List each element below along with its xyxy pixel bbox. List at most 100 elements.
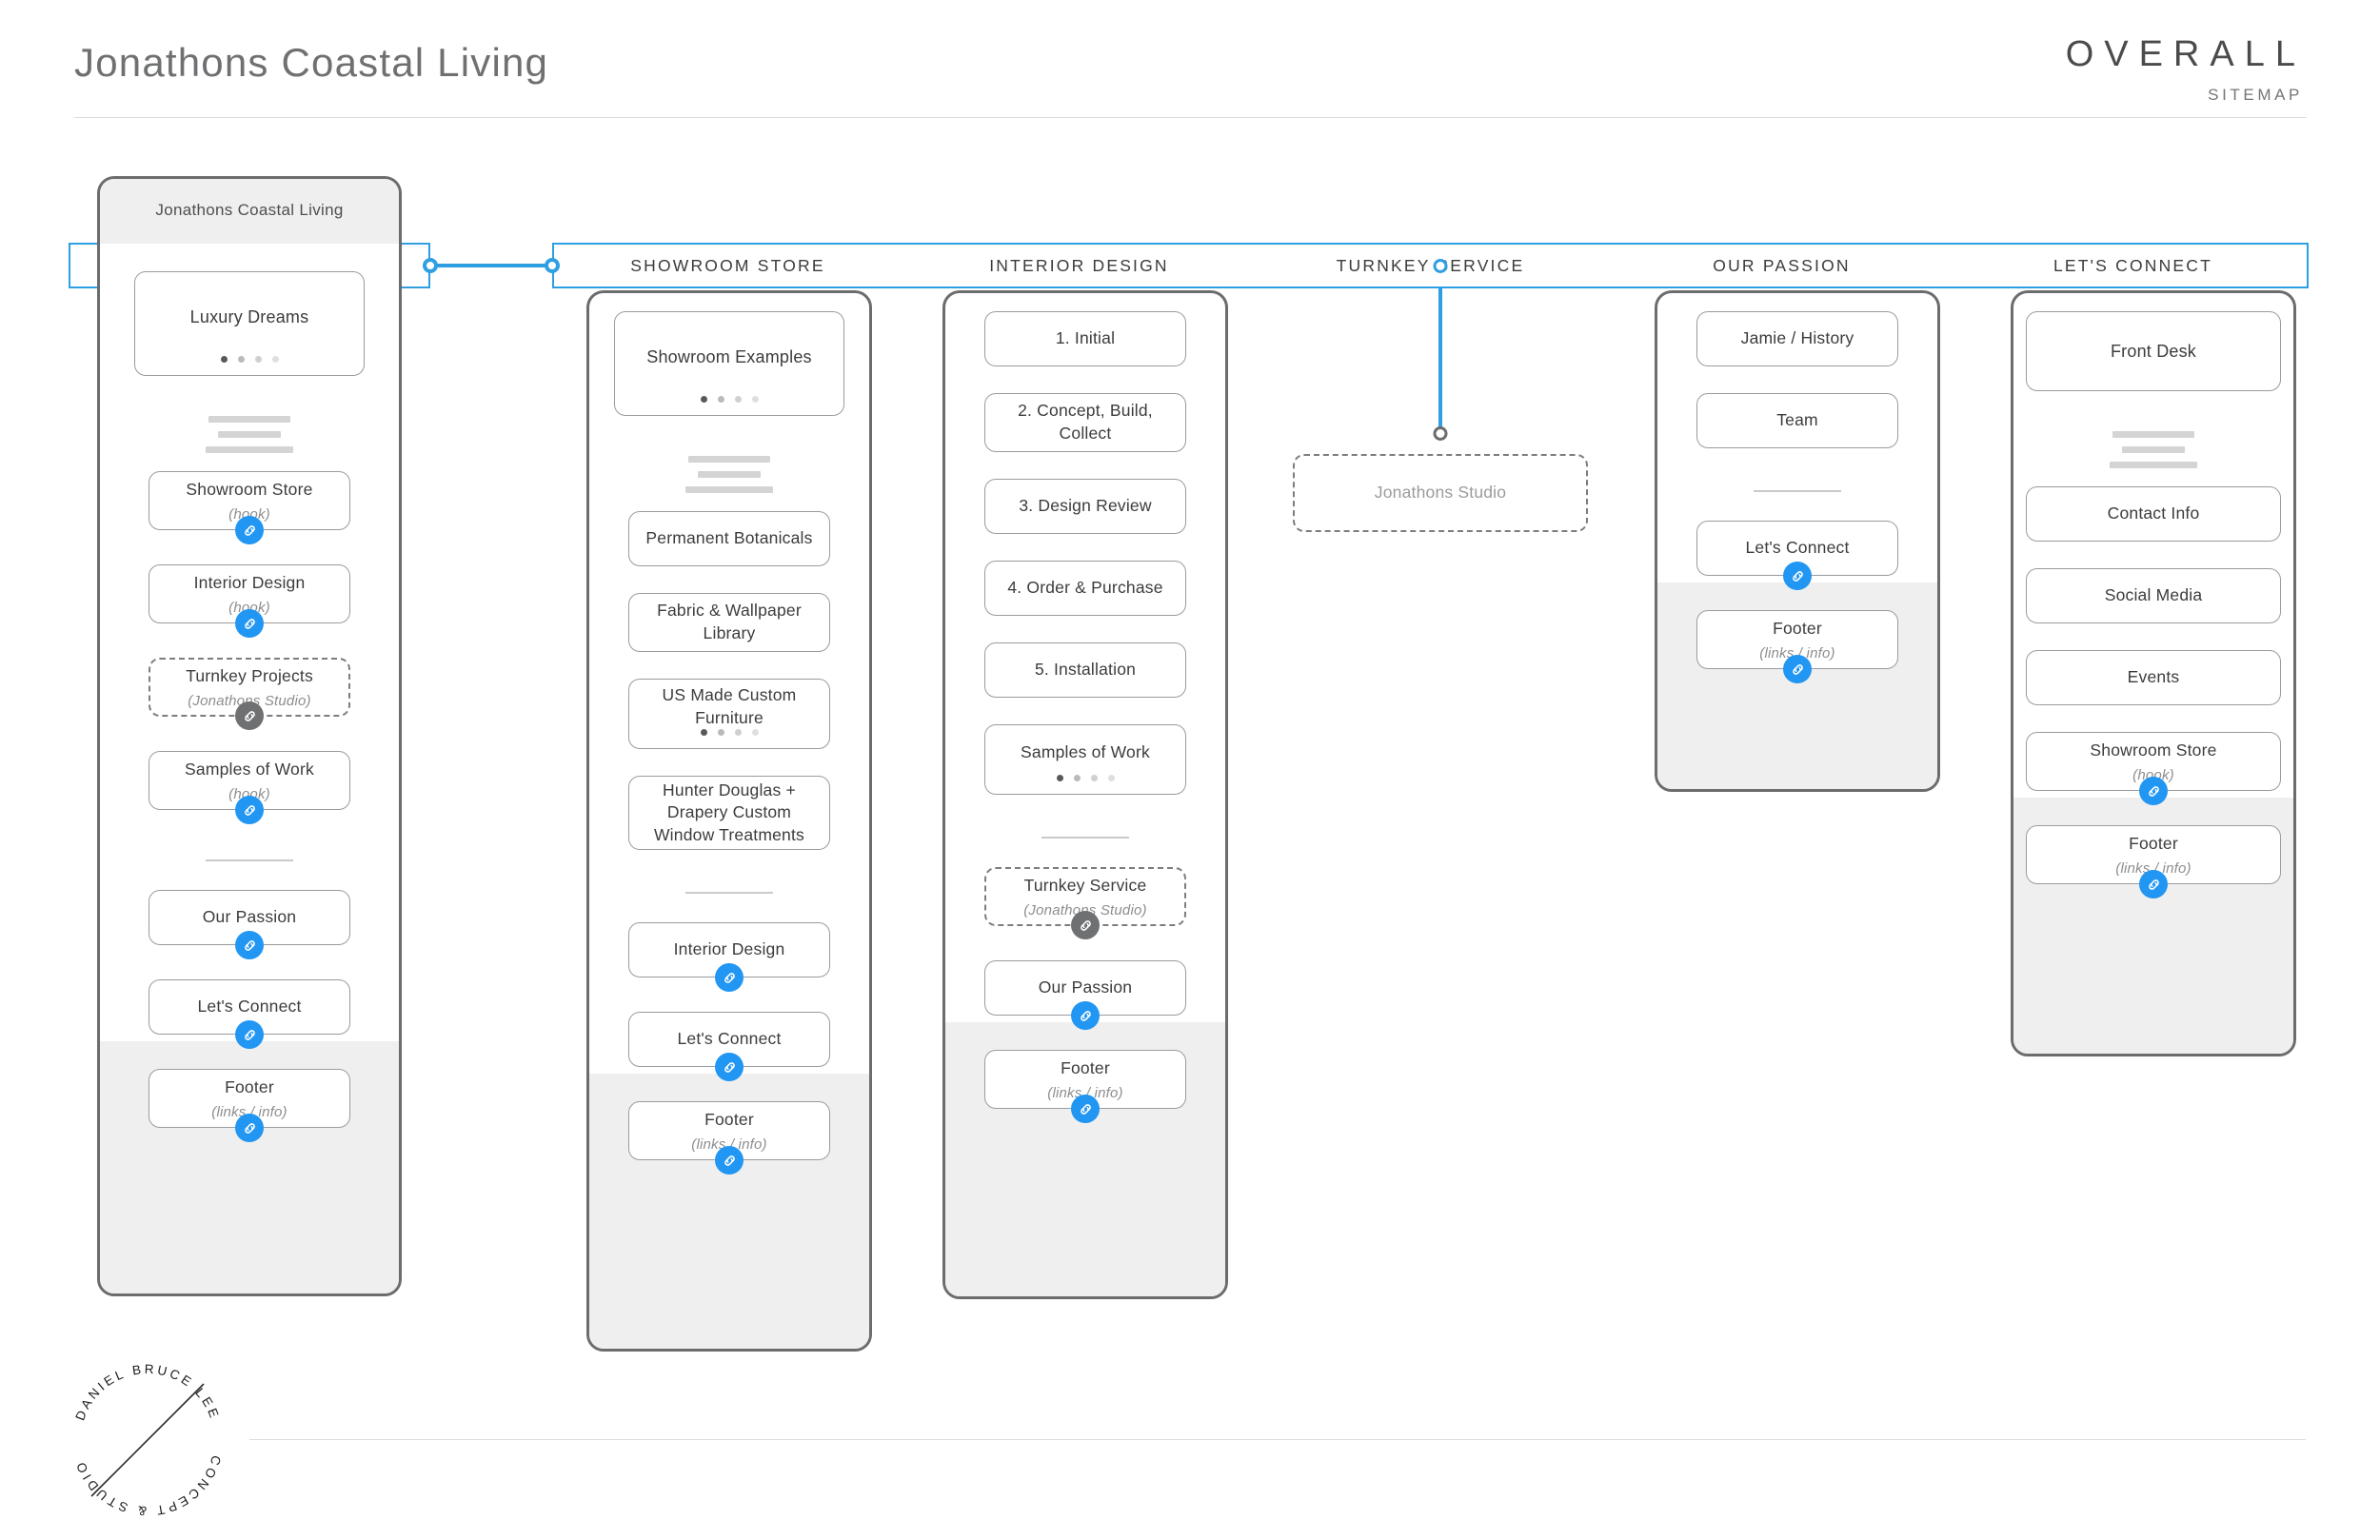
link-badge-icon[interactable] xyxy=(235,796,264,824)
carousel-dots[interactable] xyxy=(629,729,829,736)
carousel-dot-icon[interactable] xyxy=(717,396,724,403)
nav-item-turnkey-service[interactable]: TURNKEY SERVICE xyxy=(1255,243,1606,288)
card-footer[interactable]: Footer(links / info) xyxy=(149,1069,350,1142)
card-team[interactable]: Team xyxy=(1696,393,1898,448)
link-badge-icon[interactable] xyxy=(1071,1001,1100,1030)
card-title: 1. Initial xyxy=(1055,328,1116,348)
card-jamie-history[interactable]: Jamie / History xyxy=(1696,311,1898,366)
card-5-installation[interactable]: 5. Installation xyxy=(984,642,1186,698)
card-let-s-connect[interactable]: Let's Connect xyxy=(1696,521,1898,590)
card-samples-of-work[interactable]: Samples of Work(hook) xyxy=(149,751,350,824)
carousel-dot-icon[interactable] xyxy=(700,729,707,736)
carousel-dot-icon[interactable] xyxy=(237,356,245,363)
text-placeholder-lines xyxy=(97,416,402,453)
nav-item-label: OUR PASSION xyxy=(1713,255,1851,275)
card-front-desk[interactable]: Front Desk xyxy=(2026,311,2281,391)
link-badge-icon[interactable] xyxy=(2139,870,2168,898)
link-badge-icon[interactable] xyxy=(715,963,744,992)
carousel-dot-icon[interactable] xyxy=(700,396,707,403)
carousel-dot-icon[interactable] xyxy=(734,729,742,736)
carousel-dot-icon[interactable] xyxy=(1073,775,1081,781)
link-badge-icon[interactable] xyxy=(2139,777,2168,805)
card-events[interactable]: Events xyxy=(2026,650,2281,705)
placeholder-line xyxy=(208,416,290,423)
nav-item-label: INTERIOR DESIGN xyxy=(989,255,1169,275)
card-turnkey-service[interactable]: Turnkey Service(Jonathons Studio) xyxy=(984,867,1186,939)
card-footer[interactable]: Footer(links / info) xyxy=(2026,825,2281,898)
card-title: Footer xyxy=(225,1077,274,1097)
link-badge-icon[interactable] xyxy=(1071,911,1100,939)
connector-dot-right-icon xyxy=(545,258,560,273)
card-showroom-store[interactable]: Showroom Store(hook) xyxy=(149,471,350,544)
card-title: Interior Design xyxy=(673,939,785,959)
card-interior-design[interactable]: Interior Design(hook) xyxy=(149,564,350,638)
carousel-dot-icon[interactable] xyxy=(734,396,742,403)
card-title: Let's Connect xyxy=(197,997,302,1017)
link-badge-icon[interactable] xyxy=(1783,562,1812,590)
card-our-passion[interactable]: Our Passion xyxy=(149,890,350,959)
card-footer[interactable]: Footer(links / info) xyxy=(984,1050,1186,1123)
turnkey-connector-dot-top-icon xyxy=(1433,259,1448,273)
card-contact-info[interactable]: Contact Info xyxy=(2026,486,2281,542)
card-title: Contact Info xyxy=(2107,503,2200,523)
link-badge-icon[interactable] xyxy=(235,1020,264,1049)
link-badge-icon[interactable] xyxy=(235,609,264,638)
carousel-dot-icon[interactable] xyxy=(751,729,759,736)
card-title: Showroom Store xyxy=(2090,740,2217,760)
text-placeholder-lines xyxy=(586,456,872,493)
carousel-dot-icon[interactable] xyxy=(220,356,228,363)
carousel-dots[interactable] xyxy=(135,356,364,363)
carousel-dot-icon[interactable] xyxy=(751,396,759,403)
card-showroom-store[interactable]: Showroom Store(hook) xyxy=(2026,732,2281,805)
card-social-media[interactable]: Social Media xyxy=(2026,568,2281,623)
card-samples-of-work[interactable]: Samples of Work xyxy=(984,724,1186,795)
carousel-dot-icon[interactable] xyxy=(717,729,724,736)
carousel-dots[interactable] xyxy=(985,775,1185,781)
card-permanent-botanicals[interactable]: Permanent Botanicals xyxy=(628,511,830,566)
card-3-design-review[interactable]: 3. Design Review xyxy=(984,479,1186,534)
link-badge-icon[interactable] xyxy=(715,1146,744,1175)
card-turnkey-projects[interactable]: Turnkey Projects(Jonathons Studio) xyxy=(149,658,350,730)
card-4-order-purchase[interactable]: 4. Order & Purchase xyxy=(984,561,1186,616)
card-title: 4. Order & Purchase xyxy=(1007,578,1163,598)
carousel-dot-icon[interactable] xyxy=(1107,775,1115,781)
link-badge-icon[interactable] xyxy=(1783,655,1812,683)
card-hunter-douglas-drapery-custom-window-treatments[interactable]: Hunter Douglas + Drapery Custom Window T… xyxy=(628,776,830,850)
placeholder-line xyxy=(2110,462,2197,468)
card-footer[interactable]: Footer(links / info) xyxy=(1696,610,1898,683)
card-1-initial[interactable]: 1. Initial xyxy=(984,311,1186,366)
placeholder-line xyxy=(206,446,293,453)
carousel-dots[interactable] xyxy=(615,396,843,403)
link-badge-icon[interactable] xyxy=(235,516,264,544)
link-badge-icon[interactable] xyxy=(715,1053,744,1081)
card-footer[interactable]: Footer(links / info) xyxy=(628,1101,830,1175)
card-fabric-wallpaper-library[interactable]: Fabric & Wallpaper Library xyxy=(628,593,830,652)
card-us-made-custom-furniture[interactable]: US Made Custom Furniture xyxy=(628,679,830,749)
card-title: Hunter Douglas + Drapery Custom Window T… xyxy=(653,780,805,844)
card-2-concept-build-collect[interactable]: 2. Concept, Build, Collect xyxy=(984,393,1186,452)
card-our-passion[interactable]: Our Passion xyxy=(984,960,1186,1030)
nav-item-our-passion[interactable]: OUR PASSION xyxy=(1606,243,1957,288)
link-badge-icon[interactable] xyxy=(235,931,264,959)
link-badge-icon[interactable] xyxy=(1071,1095,1100,1123)
card-title: 2. Concept, Build, Collect xyxy=(1018,401,1153,443)
nav-item-interior-design[interactable]: INTERIOR DESIGN xyxy=(903,243,1255,288)
card-jonathons-studio[interactable]: Jonathons Studio xyxy=(1293,454,1588,532)
carousel-dot-icon[interactable] xyxy=(1056,775,1063,781)
card-let-s-connect[interactable]: Let's Connect xyxy=(628,1012,830,1081)
nav-item-let-s-connect[interactable]: LET'S CONNECT xyxy=(1957,243,2309,288)
card-title: Footer xyxy=(1773,619,1822,639)
link-badge-icon[interactable] xyxy=(235,1114,264,1142)
link-badge-icon[interactable] xyxy=(235,701,264,730)
card-let-s-connect[interactable]: Let's Connect xyxy=(149,979,350,1049)
card-showroom-examples[interactable]: Showroom Examples xyxy=(614,311,844,416)
placeholder-line xyxy=(685,486,773,493)
card-luxury-dreams[interactable]: Luxury Dreams xyxy=(134,271,365,376)
brand-block: OVERALL SITEMAP xyxy=(2066,36,2306,105)
card-interior-design[interactable]: Interior Design xyxy=(628,922,830,992)
nav-item-showroom-store[interactable]: SHOWROOM STORE xyxy=(552,243,903,288)
carousel-dot-icon[interactable] xyxy=(254,356,262,363)
carousel-dot-icon[interactable] xyxy=(271,356,279,363)
carousel-dot-icon[interactable] xyxy=(1090,775,1098,781)
card-title: Footer xyxy=(704,1110,754,1130)
